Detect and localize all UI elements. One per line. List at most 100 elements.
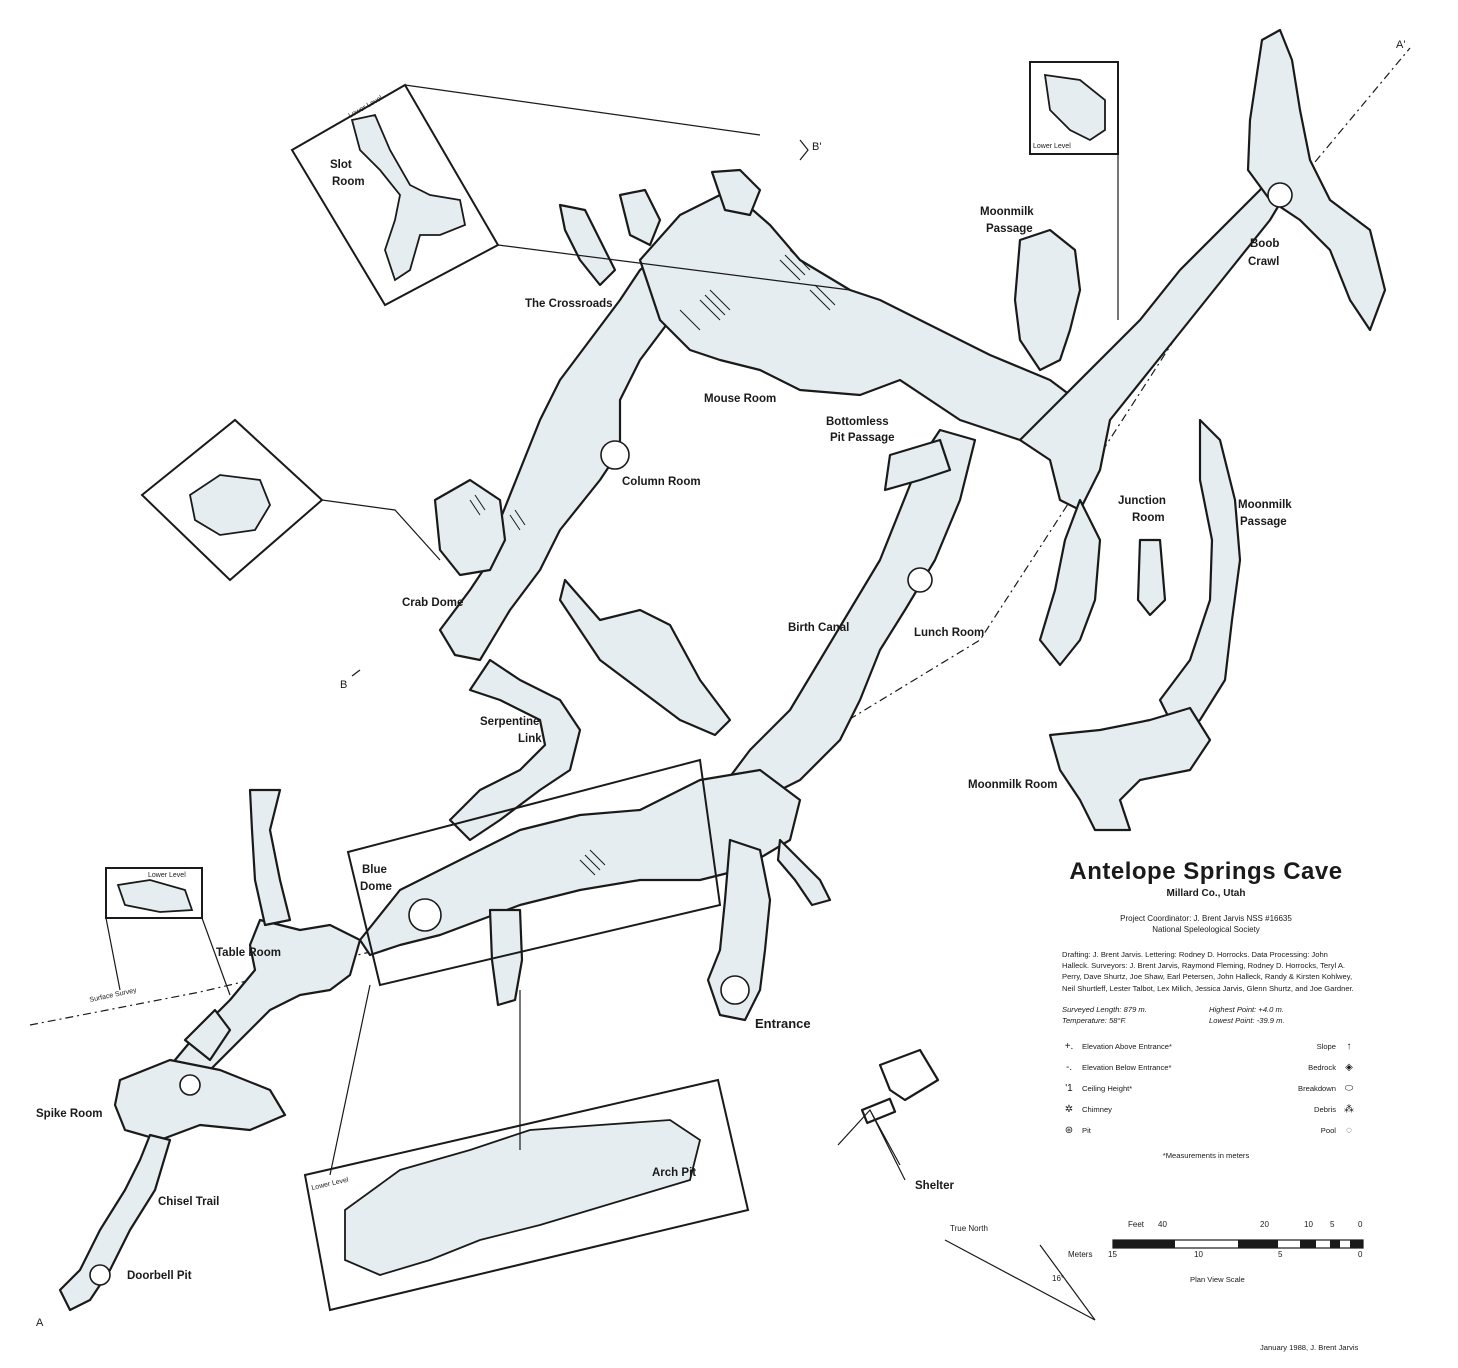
true-north-label: True North bbox=[950, 1224, 988, 1233]
north-arrow bbox=[944, 1239, 1096, 1321]
label-mouse-room: Mouse Room bbox=[704, 393, 776, 405]
section-b-prime-marker: B' bbox=[812, 141, 821, 153]
inset-moonmilk-top: Lower Level bbox=[1029, 61, 1119, 320]
passage-blue-dome-trunk bbox=[358, 768, 802, 957]
legend-elev-below: Elevation Below Entrance* bbox=[1082, 1062, 1172, 1072]
legend: +.Elevation Above Entrance* Slope↑ -.Ele… bbox=[1056, 1036, 1356, 1141]
label-serpentine-2: Link bbox=[518, 733, 542, 745]
inset-slot-room: Lower Level bbox=[290, 83, 851, 307]
passage-crossroads-stub-2 bbox=[618, 188, 662, 247]
section-b-tick bbox=[351, 669, 361, 677]
legend-breakdown: Breakdown bbox=[1298, 1083, 1336, 1093]
label-moonmilk-passage-right-2: Passage bbox=[1240, 516, 1287, 528]
passage-crab-dome bbox=[433, 478, 507, 577]
scale-meters-5: 5 bbox=[1278, 1250, 1283, 1259]
label-shelter: Shelter bbox=[915, 1180, 955, 1192]
section-a-prime-marker: A' bbox=[1396, 39, 1405, 51]
passage-lower-stub bbox=[488, 908, 524, 1007]
surface-survey-label: Surface Survey bbox=[89, 987, 138, 1004]
label-blue-dome-2: Dome bbox=[360, 881, 392, 893]
section-b-marker: B bbox=[340, 679, 347, 691]
breakdown-hatching bbox=[469, 249, 836, 876]
label-boob-crawl-2: Crawl bbox=[1248, 256, 1279, 268]
label-slot-room-1: Slot bbox=[330, 159, 352, 171]
survey-credits: Drafting: J. Brent Jarvis. Lettering: Ro… bbox=[1062, 950, 1354, 993]
scale-caption: Plan View Scale bbox=[1190, 1275, 1245, 1284]
legend-row-1: +.Elevation Above Entrance* Slope↑ bbox=[1062, 1036, 1356, 1057]
scale-feet-40: 40 bbox=[1158, 1220, 1167, 1229]
map-subtitle: Millard Co., Utah bbox=[1166, 888, 1246, 899]
label-doorbell-pit: Doorbell Pit bbox=[127, 1270, 192, 1282]
debris-icon: ⁂ bbox=[1344, 1103, 1354, 1115]
passage-bottomless-stub bbox=[883, 438, 952, 492]
label-moonmilk-passage-top-1: Moonmilk bbox=[980, 206, 1034, 218]
scale-meters-10: 10 bbox=[1194, 1250, 1203, 1259]
lower-level-label-3: Lower Level bbox=[148, 872, 186, 879]
passage-table-room bbox=[173, 918, 362, 1082]
passage-serpentine-link bbox=[448, 658, 582, 842]
passage-entrance-side bbox=[776, 838, 832, 907]
ceiling-height-icon: '1 bbox=[1065, 1082, 1073, 1094]
spike-room bbox=[113, 1058, 287, 1142]
section-a-marker: A bbox=[36, 1317, 44, 1329]
label-chisel-trail: Chisel Trail bbox=[158, 1196, 219, 1208]
legend-chimney: Chimney bbox=[1082, 1104, 1112, 1114]
passage-moonmilk-right bbox=[1158, 418, 1242, 742]
measurement-note: *Measurements in meters bbox=[1162, 1150, 1250, 1160]
title-block: Antelope Springs Cave Millard Co., Utah … bbox=[1056, 858, 1356, 1160]
passage-table-room-north bbox=[248, 788, 292, 927]
breakdown-icon: ⬭ bbox=[1344, 1082, 1354, 1094]
place-labels: Slot Room Moonmilk Passage Boob Crawl Th… bbox=[36, 159, 1292, 1282]
label-moonmilk-room: Moonmilk Room bbox=[968, 779, 1057, 791]
inset-arch-pit: Lower Level bbox=[303, 984, 750, 1312]
pit-spike-room bbox=[179, 1074, 201, 1096]
label-blue-dome-1: Blue bbox=[362, 864, 387, 876]
scale-meters-15: 15 bbox=[1108, 1250, 1117, 1259]
label-moonmilk-passage-top-2: Passage bbox=[986, 223, 1033, 235]
label-moonmilk-passage-right-1: Moonmilk bbox=[1238, 499, 1292, 511]
passage-serpentine-upper bbox=[558, 578, 732, 737]
scale-feet-0: 0 bbox=[1358, 1220, 1363, 1229]
passage-crossroads-stub-1 bbox=[558, 203, 617, 287]
label-serpentine-1: Serpentine bbox=[480, 716, 539, 728]
inset-table-room: Lower Level bbox=[105, 867, 231, 996]
pit-blue-dome bbox=[408, 898, 442, 932]
map-title: Antelope Springs Cave bbox=[1069, 858, 1343, 885]
passage-entrance bbox=[706, 838, 772, 1022]
scale-bar bbox=[1112, 1239, 1364, 1249]
label-slot-room-2: Room bbox=[332, 176, 365, 188]
label-table-room: Table Room bbox=[216, 947, 281, 959]
society-text: National Speleological Society bbox=[1152, 925, 1260, 934]
legend-pool: Pool bbox=[1320, 1125, 1336, 1135]
label-junction-2: Room bbox=[1132, 512, 1165, 524]
legend-ceiling: Ceiling Height* bbox=[1082, 1083, 1133, 1093]
scale-meters-label: Meters bbox=[1068, 1250, 1093, 1259]
lowest-point: Lowest Point: -39.9 m. bbox=[1209, 1015, 1285, 1025]
pit-column-room bbox=[600, 440, 630, 470]
temperature: Temperature: 58°F. bbox=[1062, 1015, 1127, 1025]
bedrock-icon: ◈ bbox=[1345, 1061, 1353, 1073]
legend-pit: Pit bbox=[1082, 1125, 1091, 1135]
label-bottomless-2: Pit Passage bbox=[830, 432, 895, 444]
label-crab-dome: Crab Dome bbox=[402, 597, 463, 609]
passage-junction-stub bbox=[1136, 538, 1167, 617]
legend-slope: Slope bbox=[1316, 1041, 1336, 1051]
label-birth-canal: Birth Canal bbox=[788, 622, 849, 634]
scale-feet-label: Feet bbox=[1128, 1220, 1145, 1229]
legend-row-4: ✲Chimney Debris⁂ bbox=[1062, 1099, 1356, 1120]
inset-crab-dome bbox=[140, 418, 441, 582]
slope-icon: ↑ bbox=[1346, 1040, 1352, 1052]
scale-feet-20: 20 bbox=[1260, 1220, 1269, 1229]
label-entrance: Entrance bbox=[755, 1016, 811, 1031]
scale-meters-0: 0 bbox=[1358, 1250, 1363, 1259]
passage-table-room-south bbox=[183, 1008, 232, 1062]
passage-chisel-trail bbox=[58, 1133, 172, 1312]
passage-junction-south bbox=[1038, 498, 1102, 667]
label-boob-crawl-1: Boob bbox=[1250, 238, 1279, 250]
legend-row-3: '1 Ceiling Height* Breakdown ⬭ bbox=[1062, 1078, 1356, 1099]
legend-row-5: ⊛Pit Pool◌ bbox=[1062, 1120, 1356, 1141]
pit-boob-crawl bbox=[1267, 182, 1293, 208]
legend-debris: Debris bbox=[1314, 1104, 1336, 1114]
label-crossroads: The Crossroads bbox=[525, 298, 613, 310]
label-column-room: Column Room bbox=[622, 476, 701, 488]
